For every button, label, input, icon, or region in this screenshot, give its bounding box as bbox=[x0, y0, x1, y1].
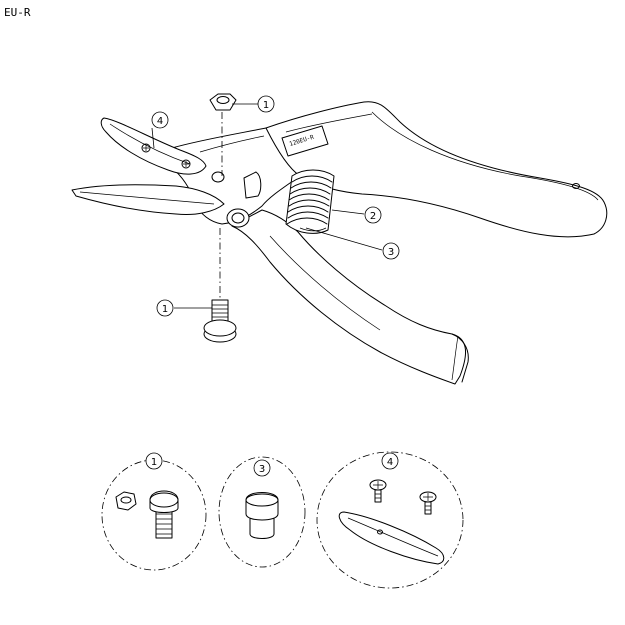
callout-nut: 1 bbox=[257, 95, 275, 113]
detail-group-anvil-screws: 4 bbox=[316, 451, 464, 589]
detail-group-cushion: 3 bbox=[218, 456, 306, 568]
svg-text:3: 3 bbox=[259, 464, 265, 475]
cushion-base bbox=[249, 515, 275, 539]
callout-spring: 2 bbox=[364, 206, 382, 224]
callout-spring-cushion: 3 bbox=[382, 242, 400, 260]
svg-text:1: 1 bbox=[162, 304, 168, 315]
svg-text:1: 1 bbox=[263, 100, 269, 111]
svg-text:3: 3 bbox=[388, 247, 394, 258]
nut-detail bbox=[115, 491, 137, 511]
lower-handle bbox=[231, 209, 469, 385]
callout-anvil: 4 bbox=[151, 111, 169, 129]
svg-text:1: 1 bbox=[151, 457, 157, 468]
svg-text:4: 4 bbox=[387, 457, 393, 468]
pivot-bolt bbox=[203, 299, 237, 343]
spring-cushion-edge bbox=[299, 227, 327, 232]
spring-part bbox=[285, 169, 335, 234]
detail-group-nut-bolt: 1 bbox=[101, 452, 207, 571]
upper-handle: 120EU-R bbox=[265, 101, 608, 238]
model-code-label: EU-R bbox=[4, 6, 31, 19]
leader-lines bbox=[151, 103, 383, 309]
anvil-detail bbox=[338, 511, 445, 565]
svg-text:4: 4 bbox=[157, 116, 163, 127]
cutting-blade bbox=[71, 184, 225, 215]
callout-bolt: 1 bbox=[156, 299, 174, 317]
svg-text:2: 2 bbox=[370, 211, 376, 222]
pivot-bolt-head bbox=[226, 171, 262, 228]
pivot-nut bbox=[209, 93, 237, 111]
